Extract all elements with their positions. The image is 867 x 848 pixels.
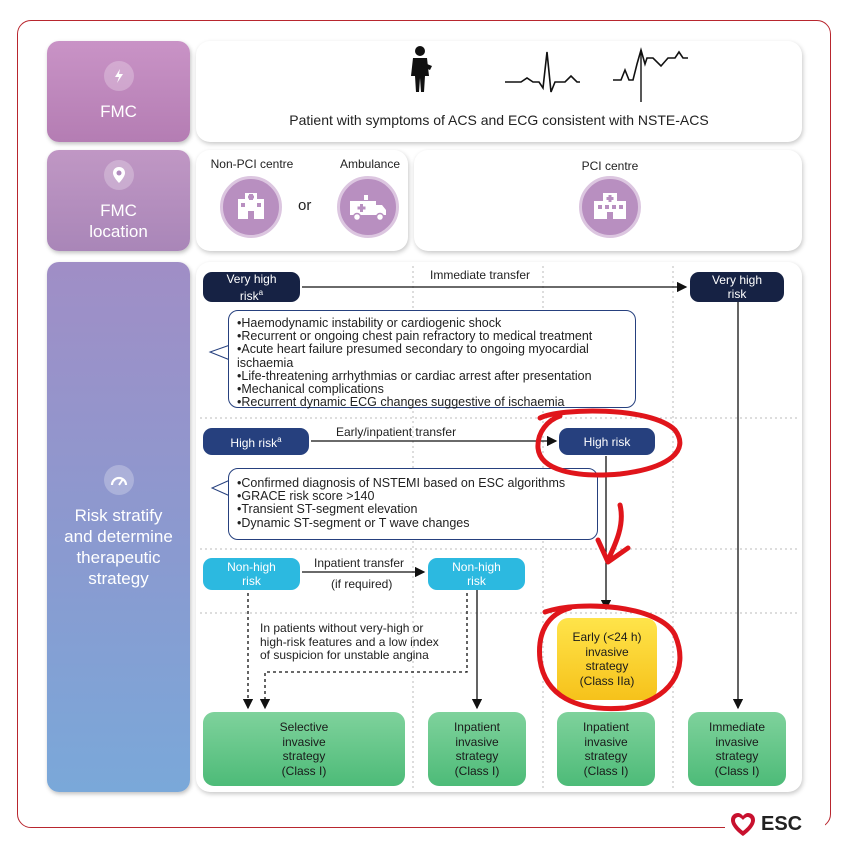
- ambulance-icon: [337, 176, 399, 238]
- sidebar-fmc-location: FMC location: [47, 150, 190, 251]
- outcome-line: strategy: [715, 749, 759, 763]
- if-required-label: (if required): [331, 577, 393, 591]
- high-criteria-box: Confirmed diagnosis of NSTEMI based on E…: [228, 468, 598, 540]
- early-invasive-line4: (Class IIa): [579, 673, 635, 688]
- patient-description: Patient with symptoms of ACS and ECG con…: [289, 112, 709, 128]
- ambulance-label: Ambulance: [339, 157, 401, 171]
- inpatient-transfer-label: Inpatient transfer: [314, 556, 405, 570]
- outcome-line: invasive: [455, 734, 499, 749]
- sidebar-risk-line4: strategy: [88, 569, 149, 588]
- panel-patient: [196, 41, 802, 142]
- outcome-line: strategy: [455, 749, 499, 763]
- outcome-line: (Class I): [583, 763, 629, 778]
- outcome-line: Immediate: [708, 720, 766, 734]
- non-pci-label: Non-PCI centre: [210, 157, 294, 171]
- ecg-st-elevation-icon: [613, 47, 688, 102]
- high-criterion: GRACE risk score >140: [237, 490, 589, 503]
- outcome-line: (Class I): [281, 763, 327, 778]
- early-invasive-line2: invasive: [585, 644, 629, 659]
- very-high-criterion: Acute heart failure presumed secondary t…: [237, 343, 627, 370]
- note-line2: high-risk features and a low index: [260, 634, 439, 649]
- non-high-risk-left-line1: Non-high: [227, 560, 276, 574]
- sidebar-risk-line3: therapeutic: [76, 548, 161, 567]
- early-invasive-line1: Early (<24 h): [572, 630, 642, 644]
- non-high-risk-right-line2: risk: [467, 574, 486, 588]
- note-line3: of suspicion for unstable angina: [260, 648, 429, 662]
- outcome-line: Inpatient: [453, 720, 501, 734]
- patient-chest-pain-icon: [411, 46, 432, 92]
- outcome-line: strategy: [282, 749, 326, 763]
- early-invasive-box: Early (<24 h) invasive strategy (Class I…: [557, 618, 657, 700]
- esc-logo: ESC: [725, 809, 825, 841]
- outcome-line: invasive: [584, 734, 628, 749]
- non-high-risk-right-line1: Non-high: [452, 560, 501, 574]
- very-high-criterion: Recurrent or ongoing chest pain refracto…: [237, 330, 627, 343]
- outcome-line: Inpatient: [582, 720, 630, 734]
- very-high-risk-left-sup: a: [258, 287, 264, 297]
- note-line1: In patients without very-high or: [260, 621, 424, 635]
- outcome-line: (Class I): [454, 763, 500, 778]
- very-high-risk-left-line1: Very high: [226, 271, 277, 286]
- high-risk-left-pill: High riska: [203, 428, 309, 455]
- very-high-risk-left-line2: risk: [239, 288, 259, 303]
- lightning-icon: [103, 61, 134, 91]
- high-criterion: Dynamic ST-segment or T wave changes: [237, 516, 589, 530]
- outer-frame: [17, 20, 831, 828]
- hospital-icon: [220, 176, 282, 238]
- very-high-risk-left-pill: Very high riska: [203, 271, 300, 303]
- immediate-transfer-label: Immediate transfer: [430, 268, 531, 282]
- pci-centre-label: PCI centre: [581, 159, 639, 173]
- sidebar-risk-line2: and determine: [64, 527, 173, 546]
- outcome-line: (Class I): [714, 763, 760, 778]
- early-invasive-line3: strategy: [585, 659, 629, 673]
- sidebar-risk-line1: Risk stratify: [74, 506, 163, 525]
- high-criterion: Confirmed diagnosis of NSTEMI based on E…: [237, 476, 589, 490]
- outcome-line: Selective: [279, 720, 329, 734]
- very-high-criteria-box: Haemodynamic instability or cardiogenic …: [228, 310, 636, 409]
- low-suspicion-note: In patients without very-high or high-ri…: [260, 621, 439, 663]
- high-risk-left-label: High risk: [230, 436, 278, 450]
- very-high-criterion: Recurrent dynamic ECG changes suggestive…: [237, 396, 627, 409]
- non-high-risk-left-line2: risk: [242, 574, 261, 588]
- outcome-line: invasive: [282, 734, 326, 749]
- sidebar-risk-stratify: Risk stratify and determine therapeutic …: [47, 262, 190, 792]
- sidebar-fmc-location-line2: location: [89, 221, 148, 241]
- location-pin-icon: [103, 159, 134, 190]
- pci-hospital-icon: [579, 176, 641, 238]
- heart-icon: [731, 813, 755, 836]
- gauge-icon: [103, 465, 134, 495]
- early-transfer-label: Early/inpatient transfer: [336, 425, 457, 439]
- esc-wordmark: ESC: [761, 813, 803, 835]
- sidebar-fmc-location-line1: FMC: [100, 200, 137, 220]
- high-risk-left-sup: a: [277, 435, 282, 444]
- outcome-line: strategy: [584, 749, 628, 763]
- very-high-risk-right-line2: risk: [727, 287, 747, 301]
- very-high-risk-right-line1: Very high: [711, 273, 763, 287]
- high-risk-right-pill: High risk: [559, 428, 655, 455]
- very-high-criterion: Life-threatening arrhythmias or cardiac …: [237, 369, 627, 383]
- high-criterion: Transient ST-segment elevation: [237, 503, 589, 516]
- very-high-criterion: Haemodynamic instability or cardiogenic …: [237, 316, 627, 330]
- very-high-criterion: Mechanical complications: [237, 382, 627, 396]
- ecg-trace-icon: [505, 51, 580, 93]
- sidebar-fmc-label: FMC: [100, 102, 137, 121]
- or-label: or: [298, 197, 312, 214]
- outcome-line: invasive: [715, 734, 759, 749]
- sidebar-fmc: FMC: [47, 41, 190, 142]
